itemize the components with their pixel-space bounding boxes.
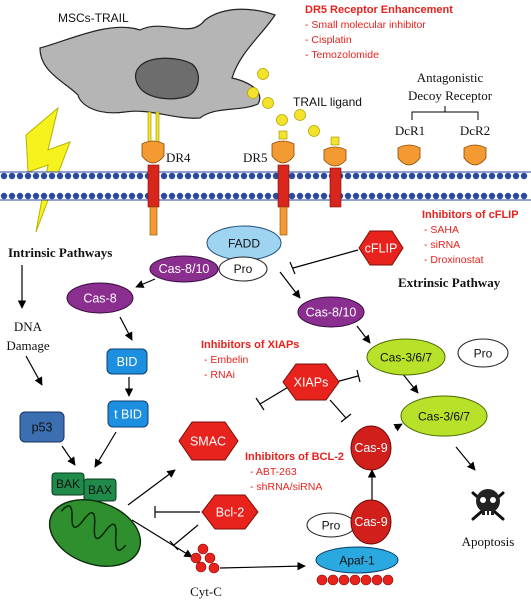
xiap-inhibitors-title: Inhibitors of XIAPs — [201, 339, 299, 351]
extrinsic-pathway-title: Extrinsic Pathway — [398, 275, 501, 290]
msc-nucleus — [134, 57, 199, 100]
bax-node — [83, 478, 117, 502]
cas810-mid-label: Cas-8/10 — [306, 306, 357, 320]
tbid-label: t BID — [114, 408, 142, 422]
bcl2-inhibitors-title: Inhibitors of BCL-2 — [245, 451, 344, 463]
apaf1-node — [315, 546, 399, 574]
dna-damage-label: Damage — [6, 338, 50, 353]
bid-node — [106, 348, 148, 375]
mitochondrion — [48, 499, 142, 567]
bcl2-inhibitors-item: - shRNA/siRNA — [250, 481, 322, 493]
inhibition-lines — [154, 249, 361, 551]
decoy-bracket — [411, 106, 479, 120]
cas367-top-node — [366, 338, 446, 376]
cas810-mid-node — [297, 296, 365, 328]
intrinsic-pathway-title: Intrinsic Pathways — [8, 245, 112, 260]
bcl2-node — [201, 494, 259, 530]
cflip-inhibitors-title: Inhibitors of cFLIP — [422, 209, 519, 221]
bcl2-label: Bcl-2 — [216, 506, 245, 520]
dr5-enhancement-title: DR5 Receptor Enhancement — [305, 4, 453, 16]
bid-label: BID — [117, 355, 138, 369]
cas9-bottom-node — [350, 499, 392, 545]
smac-label: SMAC — [190, 435, 226, 449]
dr4-receptor — [141, 111, 165, 236]
smac-node — [178, 421, 239, 461]
p53-node — [19, 411, 65, 443]
cflip-label: cFLIP — [365, 242, 398, 256]
trail-ligand-label: TRAIL ligand — [293, 95, 362, 109]
dr5-receptor — [271, 130, 295, 236]
msc-cell — [39, 8, 276, 119]
cell-membrane — [0, 171, 531, 201]
pro-cas367-label: Pro — [474, 347, 493, 361]
cytc-label: Cyt-C — [190, 584, 222, 599]
bcl2-inhibitors-item: - ABT-263 — [250, 466, 297, 478]
cytc-dots — [190, 543, 220, 574]
xiaps-label: XIAPs — [294, 376, 329, 390]
lightning-icon — [25, 106, 71, 233]
cas367-active-label: Cas-3/6/7 — [418, 410, 470, 424]
fadd-label: FADD — [228, 237, 260, 251]
decoy-receptor-title: Decoy Receptor — [408, 88, 493, 103]
cas367-active-node — [400, 395, 488, 437]
cas810-top-label: Cas-8/10 — [159, 262, 210, 276]
dcr2-label: DcR2 — [460, 123, 490, 138]
dr4-label: DR4 — [166, 150, 191, 165]
cflip-inhibitors-item: - Droxinostat — [424, 254, 484, 266]
msc-cell-label: MSCs-TRAIL — [58, 11, 129, 25]
cas8-node — [66, 282, 134, 314]
pro-top-node — [218, 256, 268, 282]
dr5-enhancement-item: - Small molecular inhibitor — [305, 19, 426, 31]
dcr1-label: DcR1 — [395, 123, 425, 138]
bak-label: BAK — [56, 477, 80, 491]
dna-damage-label: DNA — [14, 319, 43, 334]
pro-cas9-label: Pro — [322, 519, 341, 533]
bax-label: BAX — [88, 483, 112, 497]
xiap-inhibitors-item: - Embelin — [204, 354, 249, 366]
trail-ligand-dots — [247, 68, 320, 137]
dcr2-receptor — [463, 144, 487, 166]
p53-label: p53 — [32, 421, 53, 435]
cas810-top-node — [149, 255, 219, 283]
dr5-enhancement-item: - Cisplatin — [305, 34, 352, 46]
dcr1-receptor — [397, 144, 421, 166]
pathway-arrows — [17, 265, 476, 571]
decoy-receptor-title: Antagonistic — [417, 70, 484, 85]
xiaps-node — [282, 363, 340, 401]
tbid-node — [107, 400, 149, 428]
cas367-top-label: Cas-3/6/7 — [380, 351, 432, 365]
dr5-enhancement-item: - Temozolomide — [305, 49, 379, 61]
apoptosis-label: Apoptosis — [462, 534, 515, 549]
cas9-top-node — [350, 425, 392, 471]
cflip-inhibitors-item: - siRNA — [424, 239, 460, 251]
cflip-node — [358, 230, 404, 266]
dr5-label: DR5 — [243, 150, 268, 165]
apaf1-cytc-dots — [316, 574, 394, 586]
cas8-label: Cas-8 — [83, 292, 116, 306]
apaf1-label: Apaf-1 — [339, 554, 375, 568]
cas9-bottom-label: Cas-9 — [354, 515, 387, 529]
xiap-inhibitors-item: - RNAi — [204, 369, 235, 381]
pro-cas367-node — [457, 338, 509, 368]
pro-top-label: Pro — [234, 262, 253, 276]
cflip-inhibitors-item: - SAHA — [424, 224, 459, 236]
dr5-receptor-2 — [323, 136, 347, 208]
cas9-top-label: Cas-9 — [354, 441, 387, 455]
skull-crossbones-icon — [471, 489, 505, 521]
